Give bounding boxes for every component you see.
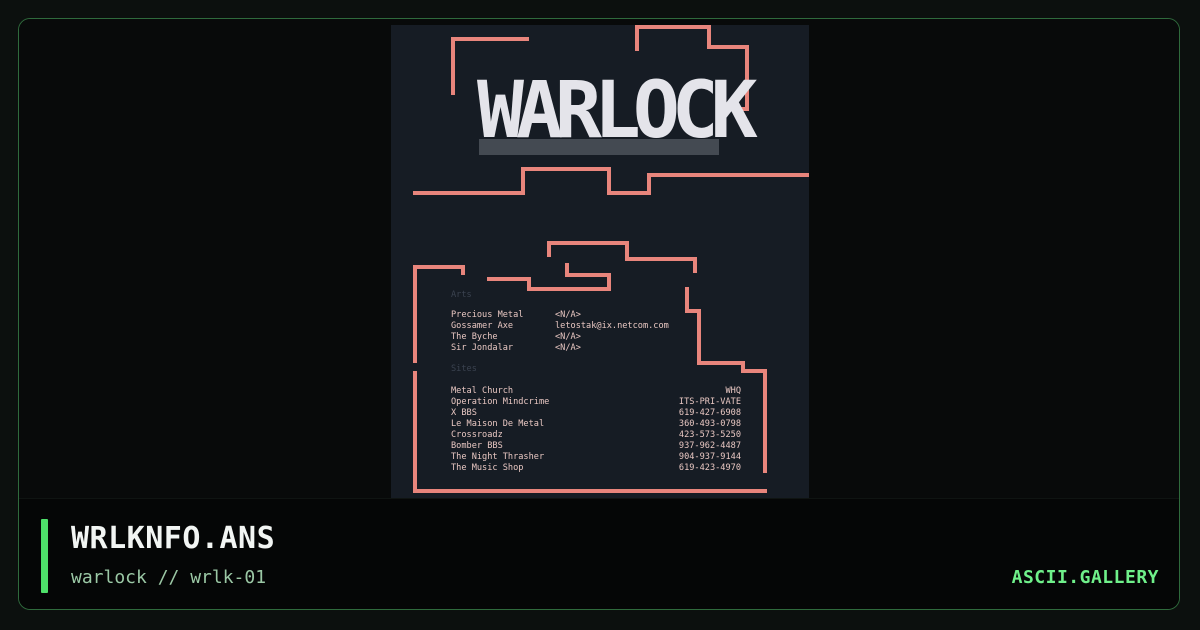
site-name: Metal Church xyxy=(451,386,513,396)
site-name: The Night Thrasher xyxy=(451,452,544,462)
accent-bar xyxy=(41,519,48,593)
artist-contact: letostak@ix.netcom.com xyxy=(555,321,669,331)
site-name: Operation Mindcrime xyxy=(451,397,549,407)
site-number: WHQ xyxy=(725,386,741,396)
artists-list: Precious Metal <N/A> Gossamer Axe letost… xyxy=(451,310,669,353)
site-number: 360-493-0798 xyxy=(679,419,741,429)
site-number: 619-423-4970 xyxy=(679,463,741,473)
info-frame-lines xyxy=(413,241,767,493)
artist-contact: <N/A> xyxy=(555,332,581,342)
site-number: 904-937-9144 xyxy=(679,452,741,462)
warlock-logo-text: WARLOCK xyxy=(477,66,758,156)
site-name: X BBS xyxy=(451,408,477,418)
sites-header: Sites xyxy=(451,364,477,374)
artist-name: The Byche xyxy=(451,332,498,342)
site-number: 619-427-6908 xyxy=(679,408,741,418)
artist-contact: <N/A> xyxy=(555,310,581,320)
artists-header: Arts xyxy=(451,290,472,300)
gallery-card: WARLOCK Arts Sites Precious Metal <N/A> xyxy=(18,18,1180,610)
logo-frame-lines xyxy=(413,25,809,195)
artist-contact: <N/A> xyxy=(555,343,581,353)
site-name: Le Maison De Metal xyxy=(451,419,544,429)
site-number: 937-962-4487 xyxy=(679,441,741,451)
card-footer: WRLKNFO.ANS warlock // wrlk-01 ASCII.GAL… xyxy=(19,498,1179,609)
artist-name: Gossamer Axe xyxy=(451,321,513,331)
sites-list: Metal Church WHQ Operation Mindcrime ITS… xyxy=(451,386,741,473)
site-name: The Music Shop xyxy=(451,463,523,473)
logo-drip-shade xyxy=(479,139,719,155)
site-name: Bomber BBS xyxy=(451,441,503,451)
site-number: 423-573-5250 xyxy=(679,430,741,440)
ansi-canvas: WARLOCK Arts Sites Precious Metal <N/A> xyxy=(413,25,809,493)
file-subtitle: warlock // wrlk-01 xyxy=(71,567,267,588)
brand-link[interactable]: ASCII.GALLERY xyxy=(1011,567,1159,588)
artist-name: Sir Jondalar xyxy=(451,343,513,353)
site-number: ITS-PRI-VATE xyxy=(679,397,741,407)
ansi-artwork[interactable]: WARLOCK Arts Sites Precious Metal <N/A> xyxy=(391,25,809,501)
art-stage: WARLOCK Arts Sites Precious Metal <N/A> xyxy=(19,19,1179,501)
site-name: Crossroadz xyxy=(451,430,503,440)
file-title: WRLKNFO.ANS xyxy=(71,521,276,556)
artist-name: Precious Metal xyxy=(451,310,523,320)
